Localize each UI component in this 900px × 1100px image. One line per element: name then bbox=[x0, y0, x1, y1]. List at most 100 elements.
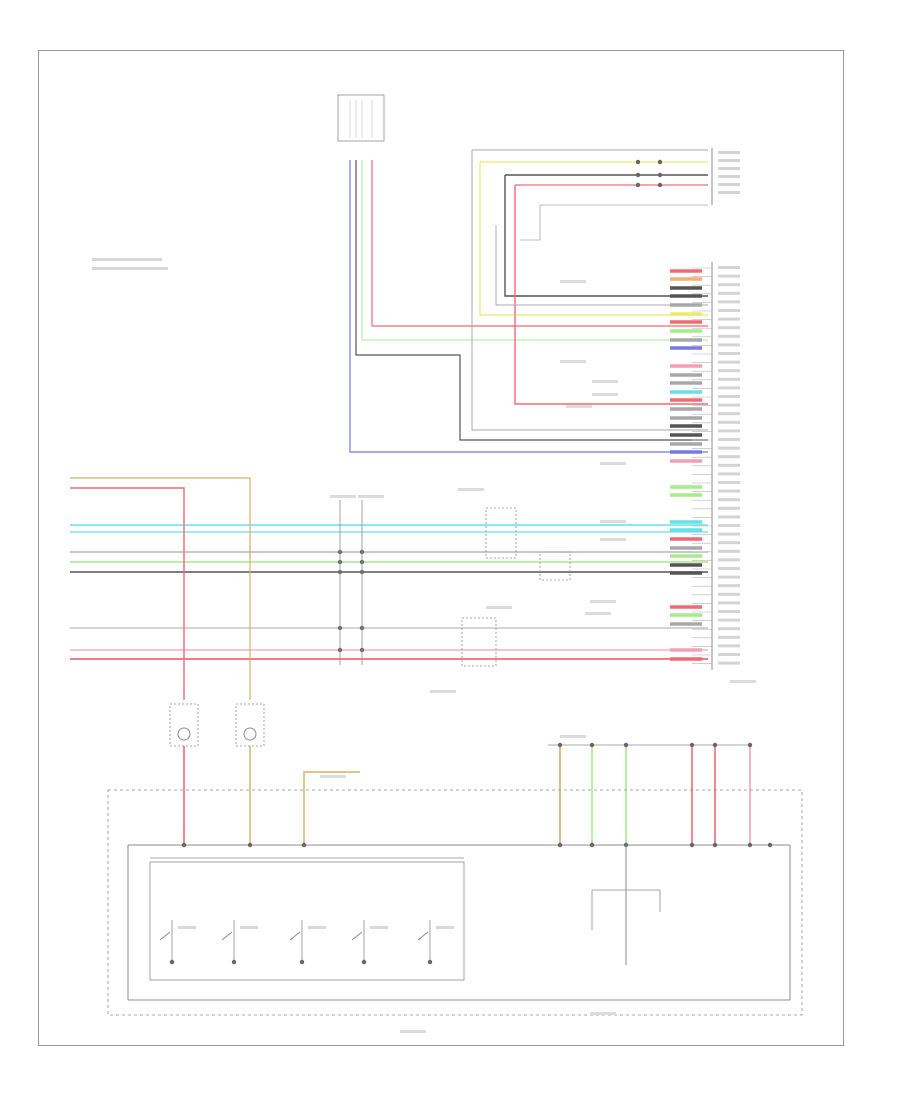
diagram-frame bbox=[38, 50, 844, 1046]
switch-dot bbox=[169, 959, 175, 965]
component-label bbox=[560, 360, 586, 363]
pin-label bbox=[718, 343, 740, 347]
pin-label bbox=[718, 360, 740, 364]
pin-label bbox=[718, 334, 740, 338]
pin-dot bbox=[747, 842, 753, 848]
pin-dot bbox=[712, 742, 718, 748]
pin-label bbox=[718, 386, 740, 390]
component-label bbox=[358, 495, 384, 498]
pin-label bbox=[718, 291, 740, 295]
wire-red-feed bbox=[70, 487, 185, 700]
wire-gray-1 bbox=[471, 150, 708, 431]
pin-label bbox=[718, 283, 740, 287]
component-label bbox=[320, 775, 346, 778]
switch-contact-icon bbox=[417, 931, 429, 941]
pin-label bbox=[718, 429, 740, 433]
switch-contact-icon bbox=[221, 931, 233, 941]
component-label bbox=[730, 680, 756, 683]
relay-box bbox=[539, 551, 571, 581]
pin-label bbox=[718, 584, 740, 588]
wire-tan-short bbox=[303, 771, 360, 790]
pin-label bbox=[718, 627, 740, 631]
resistor-box bbox=[461, 617, 497, 667]
legend-line bbox=[92, 258, 162, 261]
pin-label bbox=[718, 309, 740, 312]
pin-dot bbox=[589, 742, 595, 748]
pin-label bbox=[718, 524, 740, 527]
pin-label bbox=[718, 558, 740, 562]
pin-label bbox=[718, 592, 740, 596]
switch-label bbox=[240, 926, 258, 929]
pin-label bbox=[718, 317, 740, 321]
component-label bbox=[592, 393, 618, 396]
pin-label bbox=[718, 403, 740, 407]
component-label bbox=[566, 405, 592, 408]
switch-ladder bbox=[149, 861, 465, 981]
pin-label bbox=[718, 455, 740, 459]
splice-box bbox=[485, 507, 517, 559]
component-label bbox=[600, 462, 626, 465]
pin-label bbox=[718, 167, 740, 170]
pin-label bbox=[718, 159, 740, 162]
pin-label bbox=[718, 420, 740, 424]
pin-label bbox=[718, 446, 740, 450]
pin-label bbox=[718, 377, 740, 381]
pin-label bbox=[718, 266, 740, 269]
pin-label bbox=[718, 438, 740, 441]
pin-label bbox=[718, 395, 740, 398]
pin-dot bbox=[689, 842, 695, 848]
pin-label bbox=[718, 300, 740, 304]
component-label bbox=[590, 1012, 616, 1015]
pin-label bbox=[718, 635, 740, 639]
switch-label bbox=[370, 926, 388, 929]
pin-label bbox=[718, 352, 740, 355]
wire-red-2 bbox=[514, 185, 708, 405]
pin-label bbox=[718, 506, 740, 510]
pin-label bbox=[718, 498, 740, 502]
pin-label bbox=[718, 489, 740, 493]
switch-dot bbox=[231, 959, 237, 965]
pin-label bbox=[718, 618, 740, 622]
switch-dot bbox=[361, 959, 367, 965]
pin-label bbox=[718, 575, 740, 579]
component-label bbox=[600, 520, 626, 523]
wire-dark bbox=[355, 160, 708, 441]
pin-dot bbox=[747, 742, 753, 748]
wire-yellow bbox=[479, 162, 708, 316]
splice-dot bbox=[657, 172, 663, 178]
pin-label bbox=[718, 326, 740, 330]
splice-dot bbox=[635, 182, 641, 188]
pin-label bbox=[718, 369, 740, 373]
splice-dot bbox=[635, 159, 641, 165]
splice-dot bbox=[657, 159, 663, 165]
pin-label bbox=[718, 183, 740, 186]
pin-dot bbox=[689, 742, 695, 748]
wire-short bbox=[520, 205, 541, 241]
pin-label bbox=[718, 541, 740, 545]
switch-dot bbox=[427, 959, 433, 965]
component-label bbox=[590, 600, 616, 603]
component-label bbox=[458, 488, 484, 491]
pin-label bbox=[718, 549, 740, 553]
switch-contact-icon bbox=[159, 931, 171, 941]
fuse-icon bbox=[177, 727, 191, 741]
wires-layer bbox=[70, 149, 751, 845]
pin-dot bbox=[247, 842, 253, 848]
pin-label bbox=[718, 481, 740, 484]
pin-dot bbox=[767, 842, 773, 848]
pin-label bbox=[718, 472, 740, 476]
switch-label bbox=[436, 926, 454, 929]
pin-dot bbox=[623, 742, 629, 748]
pin-dot bbox=[557, 842, 563, 848]
wire-gray-2 bbox=[495, 225, 708, 306]
component-label bbox=[585, 612, 611, 615]
pin-label bbox=[718, 151, 740, 154]
pin-label bbox=[718, 610, 740, 613]
switch-contact-icon bbox=[351, 931, 363, 941]
pin-label bbox=[718, 175, 740, 178]
steering-switch-module bbox=[107, 789, 803, 1016]
wire-dark-2 bbox=[504, 175, 708, 297]
wire-red bbox=[371, 160, 708, 327]
pin-label bbox=[718, 274, 740, 278]
pin-label bbox=[718, 644, 740, 648]
